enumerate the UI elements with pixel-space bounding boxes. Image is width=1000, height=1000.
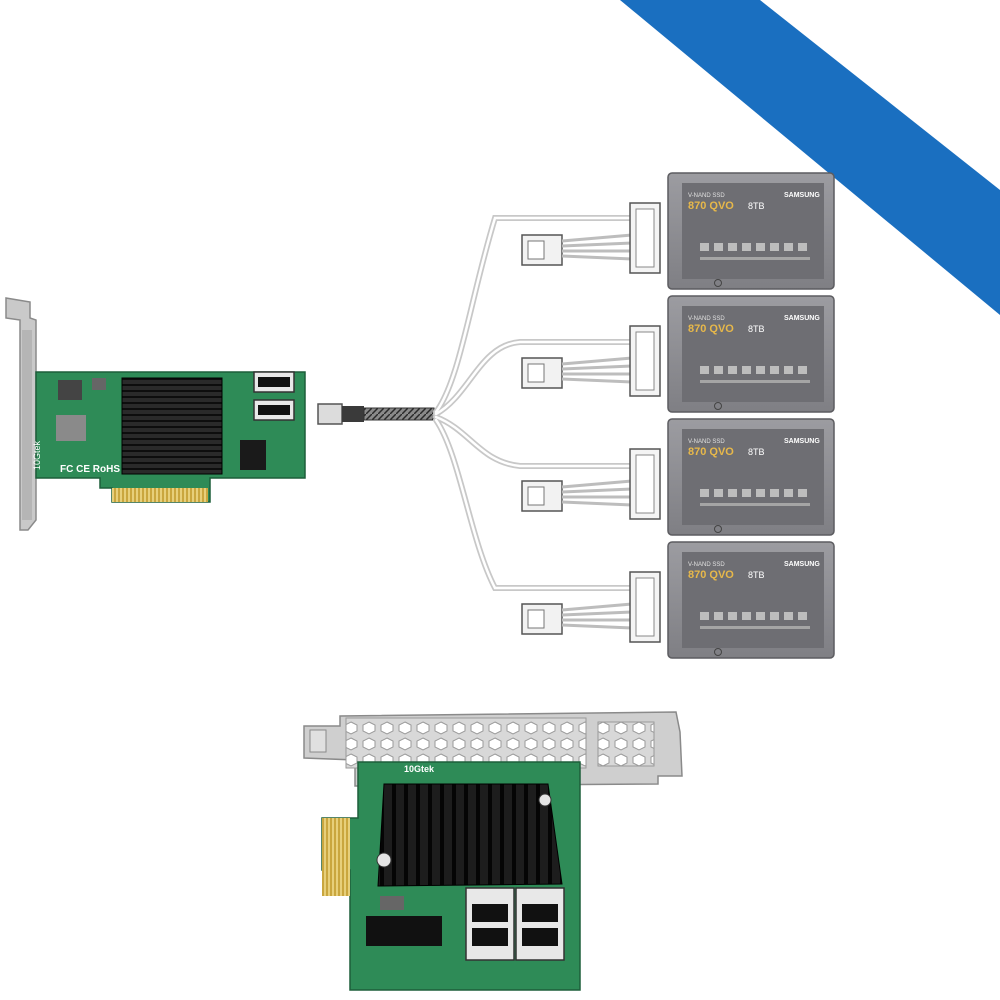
ssd-capacity: 8TB — [748, 447, 765, 457]
ssd-maker: SAMSUNG — [784, 438, 820, 445]
ssd-model: 870 QVO — [688, 323, 734, 335]
ssd-model: 870 QVO — [688, 569, 734, 581]
ssd-capacity: 8TB — [748, 570, 765, 580]
card-bottom-brand: 10Gtek — [404, 764, 435, 774]
pcie-card-bottom: 10Gtek — [303, 711, 683, 991]
sata-power-connector-icon — [521, 233, 633, 266]
ssd-maker: SAMSUNG — [784, 315, 820, 322]
ssd-series: V-NAND SSD — [688, 193, 725, 199]
ssd-model: 870 QVO — [688, 446, 734, 458]
card-top-brand: 10Gtek — [32, 440, 42, 470]
sata-power-connector-icon — [521, 356, 633, 389]
sata-power-connector-icon — [521, 602, 633, 635]
ssd-series: V-NAND SSD — [688, 316, 725, 322]
sff-8643-cable-icon — [317, 215, 633, 591]
ssd-maker: SAMSUNG — [784, 192, 820, 199]
ssd-capacity: 8TB — [748, 201, 765, 211]
ssd-model: 870 QVO — [688, 200, 734, 212]
card-top-marks: FC CE RoHS — [60, 464, 120, 475]
ssd-series: V-NAND SSD — [688, 439, 725, 445]
sata-power-connector-icon — [521, 479, 633, 512]
ssd-maker: SAMSUNG — [784, 561, 820, 568]
pcie-card-icon: 10Gtek FC CE RoHS — [5, 297, 306, 531]
ssd-series: V-NAND SSD — [688, 562, 725, 568]
accent-stripe — [620, 0, 1000, 315]
ssd-capacity: 8TB — [748, 324, 765, 334]
